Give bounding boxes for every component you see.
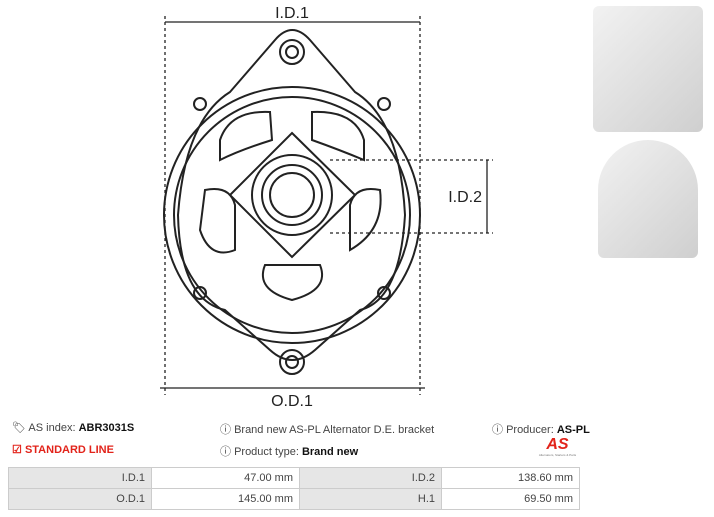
spec-value: 145.00 mm — [151, 488, 300, 510]
as-pl-logo: AS Alternators, Starters & Parts — [538, 436, 577, 458]
technical-drawing: I.D.1 O.D.1 I.D.2 — [160, 5, 493, 410]
standard-line-badge: ☑ STANDARD LINE — [12, 444, 114, 456]
spec-label: O.D.1 — [8, 488, 152, 510]
table-row: O.D.1 145.00 mm H.1 69.50 mm — [8, 488, 580, 510]
spec-value: 47.00 mm — [151, 467, 300, 489]
table-row: I.D.1 47.00 mm I.D.2 138.60 mm — [8, 467, 580, 489]
od1-label: O.D.1 — [271, 393, 313, 410]
product-photo-back[interactable] — [598, 140, 698, 258]
id2-label: I.D.2 — [448, 189, 482, 206]
info-icon: ⓘ — [220, 446, 231, 458]
spec-label: H.1 — [299, 488, 442, 510]
info-icon: ⓘ — [220, 424, 231, 436]
spec-value: 138.60 mm — [441, 467, 580, 489]
checkbox-icon: ☑ — [12, 444, 22, 456]
specs-table: I.D.1 47.00 mm I.D.2 138.60 mm O.D.1 145… — [8, 467, 580, 510]
as-index: 🏷 AS index: ABR3031S — [12, 422, 135, 434]
description: ⓘ Brand new AS-PL Alternator D.E. bracke… — [220, 424, 435, 436]
product-photo-front[interactable] — [593, 6, 703, 132]
spec-label: I.D.2 — [299, 467, 442, 489]
info-icon: ⓘ — [492, 424, 503, 436]
spec-value: 69.50 mm — [441, 488, 580, 510]
id1-label: I.D.1 — [275, 5, 309, 22]
tag-icon: 🏷 — [12, 422, 26, 434]
spec-label: I.D.1 — [8, 467, 152, 489]
product-type: ⓘ Product type: Brand new — [220, 446, 359, 458]
producer: ⓘ Producer: AS-PL — [492, 424, 590, 436]
